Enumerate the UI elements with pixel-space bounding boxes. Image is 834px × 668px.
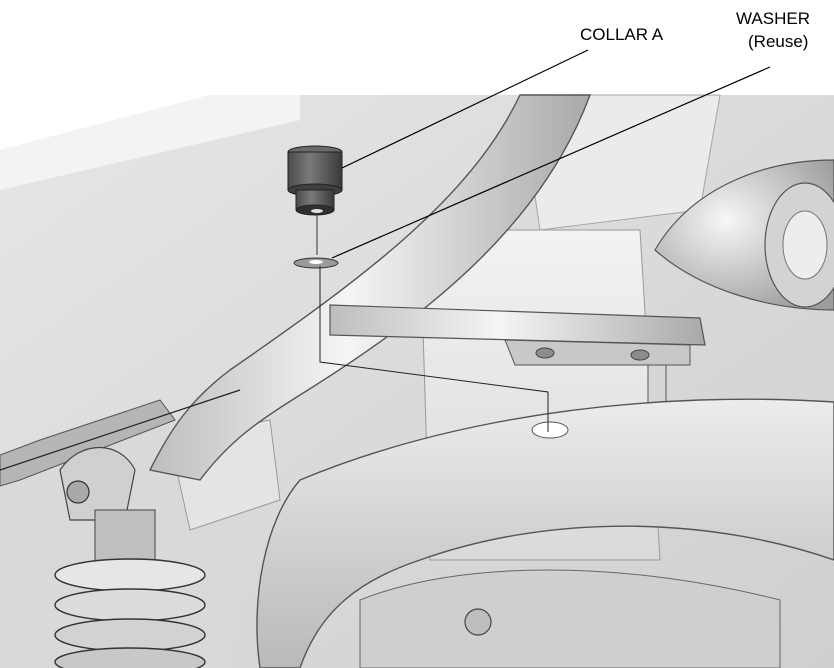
washer-leader-line xyxy=(331,66,771,259)
shock-absorber xyxy=(54,447,206,668)
collar-a-part xyxy=(287,145,343,216)
assembly-path-line xyxy=(319,266,549,432)
lamp-housing xyxy=(654,159,834,311)
cross-bar xyxy=(329,304,706,406)
collar-a-leader-line xyxy=(341,49,589,169)
washer-sublabel: (Reuse) xyxy=(748,32,808,51)
washer-part xyxy=(293,257,339,269)
washer-label: WASHER xyxy=(736,9,810,28)
frame-tube xyxy=(0,94,592,487)
collar-a-label: COLLAR A xyxy=(580,25,664,44)
fender xyxy=(256,398,834,668)
